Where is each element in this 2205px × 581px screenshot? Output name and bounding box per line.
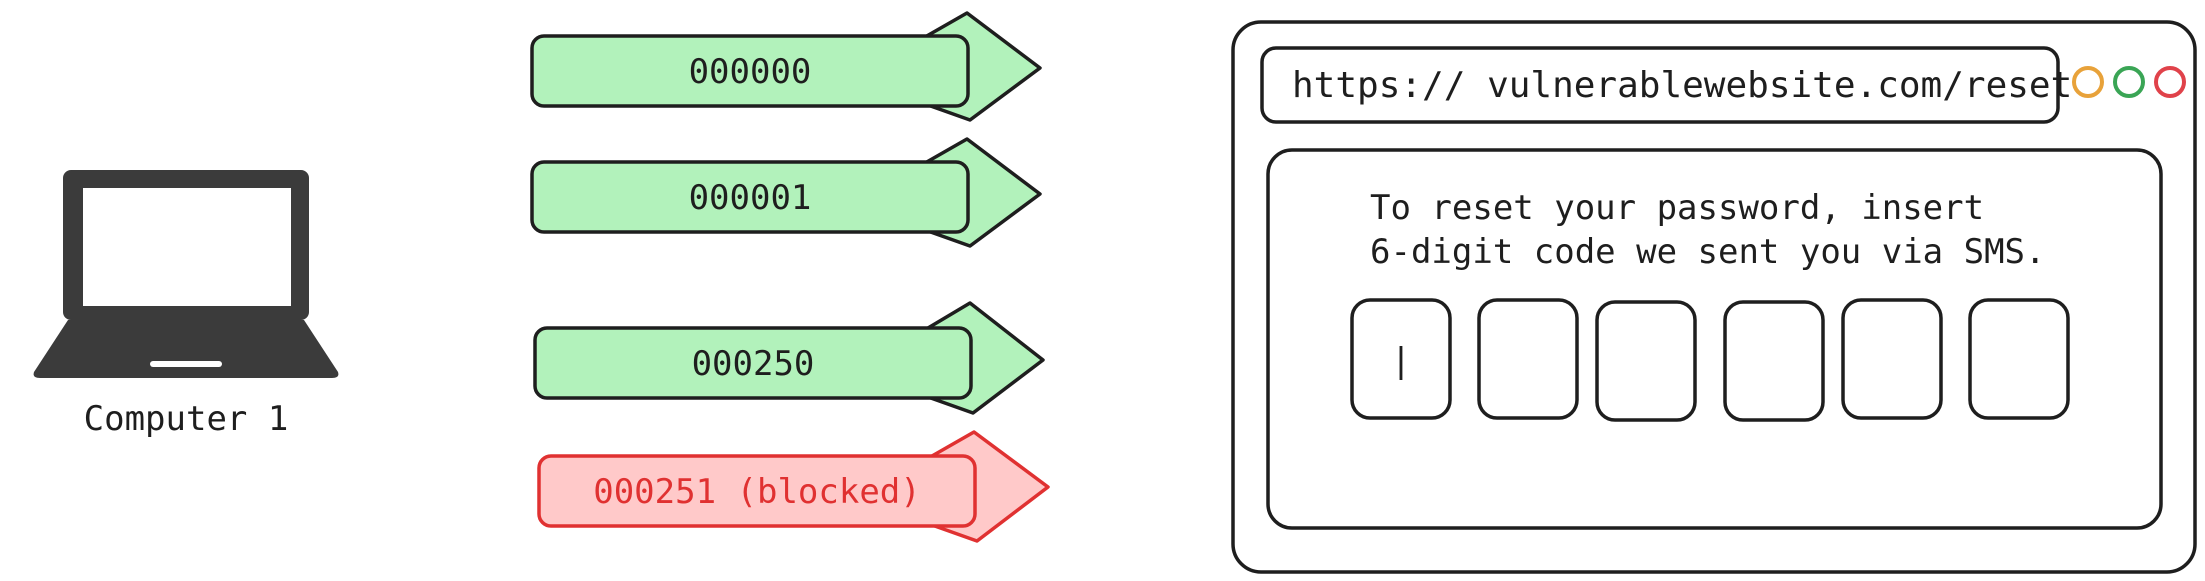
code-digit-field[interactable] [1477, 298, 1579, 420]
attempt-arrow: 000000 [530, 11, 1042, 122]
window-controls [2072, 66, 2186, 98]
address-bar[interactable]: https:// vulnerablewebsite.com/reset [1260, 46, 2072, 124]
code-digit-field[interactable] [1723, 300, 1825, 422]
code-digit-field[interactable] [1595, 300, 1697, 422]
arrow-body [537, 454, 977, 528]
code-digit-field[interactable] [1350, 298, 1452, 420]
arrow-body [530, 34, 970, 108]
code-input-group: | [1350, 298, 2070, 422]
close-button[interactable] [2154, 66, 2186, 98]
attempt-code: 000250 [692, 344, 815, 384]
address-url: https:// vulnerablewebsite.com/reset [1292, 65, 2072, 106]
text-cursor: | [1391, 341, 1411, 381]
browser-window: https:// vulnerablewebsite.com/reset To … [1231, 20, 2197, 574]
page-content-panel [1266, 148, 2163, 530]
attempt-arrow: 000250 [533, 301, 1045, 415]
code-digit-field[interactable] [1968, 298, 2070, 420]
computer-label: Computer 1 [84, 399, 289, 439]
maximize-button[interactable] [2113, 66, 2145, 98]
laptop-icon [33, 170, 339, 378]
code-digit-field[interactable] [1841, 298, 1943, 420]
attempt-arrow: 000001 [530, 137, 1042, 248]
attempt-code: 000000 [689, 52, 812, 92]
arrow-body [533, 326, 973, 400]
laptop-screen [83, 188, 291, 306]
laptop-trackpad-slot [150, 361, 222, 367]
attempt-code: 000001 [689, 178, 812, 218]
reset-message-line2: 6-digit code we sent you via SMS. [1370, 232, 2046, 272]
address-bar-box[interactable] [1260, 46, 2060, 124]
laptop-base [33, 320, 339, 378]
reset-message-line1: To reset your password, insert [1370, 188, 1984, 228]
attempt-code: 000251 (blocked) [593, 472, 921, 512]
attempt-arrow: 000251 (blocked) [537, 430, 1050, 543]
arrow-body [530, 160, 970, 234]
minimize-button[interactable] [2072, 66, 2104, 98]
code-digit-box[interactable]: | [1350, 298, 1452, 420]
